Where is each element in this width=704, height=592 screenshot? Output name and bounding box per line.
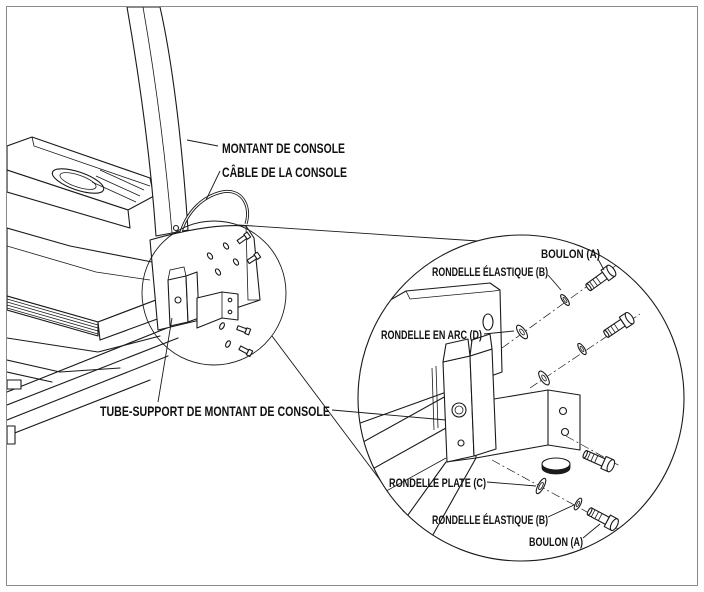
support-tube-hole-small <box>457 439 465 447</box>
console-display <box>51 168 105 194</box>
console-front <box>7 169 131 229</box>
leader-bolt-top <box>597 258 605 271</box>
magnified-view <box>357 234 685 562</box>
leader-spring-washer-bottom <box>547 504 575 518</box>
belt-hatch <box>7 298 99 335</box>
housing-hole <box>482 313 494 331</box>
console-cable-core <box>180 190 249 233</box>
console-rim <box>31 136 151 187</box>
support-tube-top-tab-right <box>469 333 493 357</box>
detail-callout-circle <box>141 220 287 366</box>
spring-washer-top <box>560 293 570 307</box>
arc-washer-right <box>538 370 550 386</box>
label-flat-washer: RONDELLE PLATE (C) <box>389 476 486 490</box>
label-bolt-top: BOULON (A) <box>541 247 600 261</box>
base-frame-rail-mid <box>7 337 179 406</box>
side-panel-line <box>358 395 447 447</box>
leader-console-cable <box>205 170 221 201</box>
magnified-view-content <box>358 263 641 541</box>
flat-washer <box>535 477 547 495</box>
upright-housing-detail-edge <box>405 289 501 300</box>
leader-console-upright <box>186 139 219 147</box>
magnifier-connector-top <box>237 224 479 242</box>
small-washer <box>219 322 225 330</box>
beam-hole-top <box>558 406 568 416</box>
small-washer <box>232 258 240 266</box>
small-fasteners <box>206 231 262 358</box>
leader-flat-washer <box>486 481 537 487</box>
upright-bolt-hole <box>172 224 180 232</box>
small-bolt <box>238 345 254 358</box>
bolt-top <box>585 264 617 292</box>
label-console-upright: MONTANT DE CONSOLE <box>222 140 345 156</box>
console-display-inner <box>59 172 97 190</box>
console-upright-highlight <box>142 7 173 234</box>
label-arc-washer: RONDELLE EN ARC (D) <box>381 328 482 342</box>
console-grille <box>91 169 145 203</box>
base-frame-rail-bottom <box>7 379 151 437</box>
support-tube-flange <box>469 348 497 457</box>
bolt-upper-right <box>603 311 635 338</box>
beam-hole-bottom <box>560 427 570 437</box>
spring-washer-right <box>577 342 587 356</box>
leader-support-tube-detail <box>331 409 447 421</box>
walking-belt <box>7 295 99 337</box>
support-tube-inner-edge <box>431 365 439 431</box>
small-washer <box>214 268 222 276</box>
small-bolt <box>236 231 252 245</box>
roller-end-cap-shadow <box>541 463 571 475</box>
base-frame-rail-low <box>7 355 169 421</box>
label-console-cable: CÂBLE DE LA CONSOLE <box>222 163 347 180</box>
frame-foot <box>7 425 16 445</box>
bolt-lower <box>582 450 616 473</box>
beam-small-hole-bottom <box>227 309 233 315</box>
treadmill-overview <box>7 7 262 445</box>
motor-hood-line <box>7 245 151 281</box>
label-spring-washer-top: RONDELLE ÉLASTIQUE (B) <box>432 264 548 279</box>
leader-bolt-bottom <box>582 523 601 539</box>
support-tube-small-hole <box>174 296 182 304</box>
small-bolt <box>236 325 252 336</box>
support-tube-top-tab <box>442 338 471 363</box>
small-bolt <box>246 251 262 265</box>
support-tube-hole <box>451 402 467 418</box>
magnified-view-circle <box>357 234 685 562</box>
bolt-bottom <box>586 507 619 532</box>
support-tube-hole-inner <box>454 405 464 415</box>
label-upright-support-tube: TUBE-SUPPORT DE MONTANT DE CONSOLE <box>100 403 330 419</box>
frame-end-cap <box>7 379 22 390</box>
deck-edge <box>7 335 161 353</box>
console-upright <box>126 7 189 237</box>
upright-housing-edge <box>245 225 260 301</box>
small-washer <box>222 242 230 250</box>
leader-spring-washer-top <box>547 274 562 291</box>
small-washer <box>225 340 231 348</box>
base-frame-rail-top <box>7 325 173 393</box>
frame-crossbar <box>7 359 121 383</box>
label-spring-washer-bottom: RONDELLE ÉLASTIQUE (B) <box>432 512 548 527</box>
beam-small-hole-top <box>227 297 233 303</box>
spring-washer-bottom <box>573 497 583 511</box>
label-bolt-bottom: BOULON (A) <box>529 535 583 549</box>
support-tube-small-top <box>167 266 187 281</box>
arc-washer-top <box>515 324 529 340</box>
leader-arc-washer <box>483 330 515 335</box>
small-washer <box>206 252 214 260</box>
leader-support-tube-overview <box>157 317 173 403</box>
